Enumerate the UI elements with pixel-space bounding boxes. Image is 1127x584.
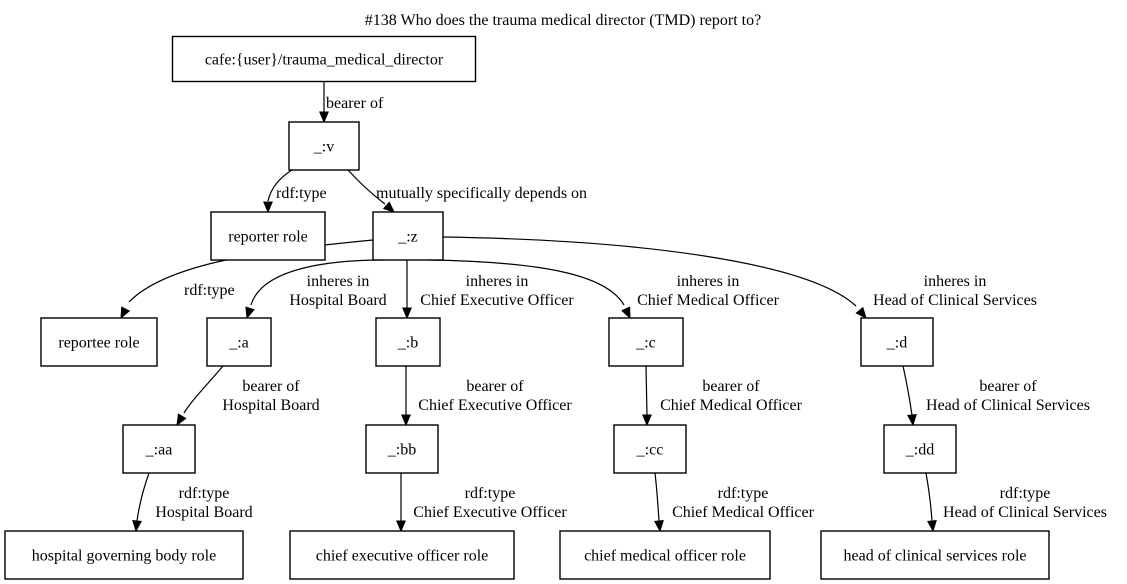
arrowhead [176,413,187,427]
node-cc: _:cc [613,424,687,474]
node-label: _:a [228,335,249,352]
node-label: _:aa [145,442,173,459]
nodes: cafe:{user}/trauma_medical_director _:vre… [4,35,1050,580]
edge-d-dd: bearer of Head of Clinical Services [902,365,1090,427]
node-label: reportee role [58,335,139,352]
edge-z-b: inheres in Chief Executive Officer [402,260,574,320]
edges: bearer of rdf:type mutually specifically d… [120,82,1107,533]
edge-label: bearer of [979,378,1037,395]
edge-v-reporter: rdf:type [263,169,327,214]
edge-label: rdf:type [718,485,769,502]
node-a: _:a [206,317,272,367]
node-label: reporter role [228,229,308,246]
edge-label: rdf:type [184,282,235,299]
edge-label: inheres in [307,273,370,290]
node-hcs-role: head of clinical services role [820,530,1050,580]
arrowhead [401,414,411,427]
arrowhead [621,306,631,320]
edge-label: bearer of [326,95,384,112]
edge-label: rdf:type [276,185,327,202]
arrowhead [402,307,412,320]
edge-label: rdf:type [465,485,516,502]
edge-label: rdf:type [1000,485,1051,502]
node-label: chief executive officer role [316,548,489,565]
edge-label: Chief Medical Officer [637,292,780,309]
arrowhead [263,201,273,214]
edge-label: Chief Executive Officer [413,504,567,521]
edge-label: inheres in [466,273,529,290]
node-hgb-role: hospital governing body role [4,530,244,580]
arrowhead [382,201,395,213]
arrowhead [642,414,652,427]
node-reporter-role: reporter role [210,211,326,261]
edge-label: Chief Medical Officer [660,397,803,414]
node-label: _:bb [387,442,416,459]
node-v: _:v [288,121,360,171]
arrowhead [132,520,142,533]
node-ceo-role: chief executive officer role [289,530,515,580]
edge-label: Hospital Board [289,292,386,309]
arrowhead [245,306,255,320]
diagram-title: #138 Who does the trauma medical directo… [365,12,761,29]
edge-tmd-v: bearer of [319,82,384,124]
node-label: _:d [886,335,907,352]
node-label: cafe:{user}/trauma_medical_director [205,52,444,69]
node-d: _:d [860,317,934,367]
edge-label: Hospital Board [155,504,252,521]
arrowhead [319,111,329,124]
edge-label: Head of Clinical Services [943,504,1107,521]
edge-label: Chief Executive Officer [418,397,572,414]
edge-z-a: inheres in Hospital Board [245,259,387,320]
node-dd: _:dd [883,424,957,474]
edge-b-bb: bearer of Chief Executive Officer [401,366,572,427]
edge-label: Head of Clinical Services [873,292,1037,309]
node-label: _:dd [905,442,934,459]
edge-label: Chief Executive Officer [420,292,574,309]
node-cmo-role: chief medical officer role [559,530,771,580]
node-label: hospital governing body role [32,548,216,565]
node-label: chief medical officer role [584,548,746,565]
edge-label: bearer of [702,378,760,395]
arrowhead [907,414,917,427]
node-tmd: cafe:{user}/trauma_medical_director [171,35,477,83]
arrowhead [927,520,937,533]
arrowhead [654,520,664,533]
edge-label: mutually specifically depends on [376,185,587,202]
edge-v-z: mutually specifically depends on [347,169,587,213]
node-label: head of clinical services role [843,548,1026,565]
edge-a-aa: bearer of Hospital Board [176,365,320,427]
edge-label: bearer of [242,378,300,395]
edge-label: Hospital Board [222,397,319,414]
node-label: _:cc [636,442,664,459]
arrowhead [120,306,131,320]
edge-label: inheres in [677,273,740,290]
edge-z-c: inheres in Chief Medical Officer [429,259,780,320]
arrowhead [855,306,867,319]
arrowhead [396,520,406,533]
node-reportee-role: reportee role [40,317,158,367]
node-label: _:z [397,229,418,246]
edge-label: rdf:type [179,485,230,502]
edge-label: bearer of [466,378,524,395]
edge-label: Chief Medical Officer [672,504,815,521]
node-z: _:z [372,211,444,261]
edge-z-d: inheres in Head of Clinical Services [442,236,1037,319]
node-bb: _:bb [365,424,439,474]
edge-label: Head of Clinical Services [926,397,1090,414]
node-b: _:b [375,317,441,367]
edge-c-cc: bearer of Chief Medical Officer [642,365,803,427]
edge-label: inheres in [924,273,987,290]
node-label: _:b [397,335,418,352]
node-aa: _:aa [122,424,196,474]
node-c: _:c [608,317,684,367]
node-label: _:v [313,139,334,156]
node-label: _:c [635,335,656,352]
